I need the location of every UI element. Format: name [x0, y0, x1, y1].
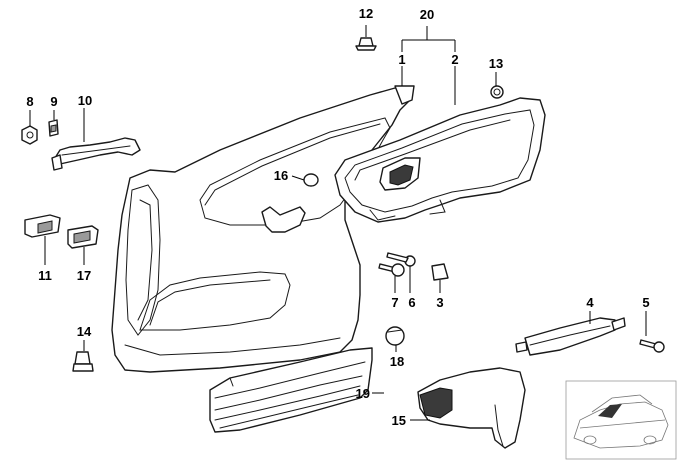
callout-18: 18: [390, 354, 404, 369]
grommet-13[interactable]: [490, 85, 504, 99]
callout-17: 17: [77, 268, 91, 283]
pull-handle-4[interactable]: [515, 317, 626, 356]
callout-1: 1: [398, 52, 405, 67]
clip-11[interactable]: [24, 214, 61, 238]
screw-5[interactable]: [639, 339, 665, 353]
switch-17[interactable]: [67, 225, 99, 249]
callout-7: 7: [391, 295, 398, 310]
rivet-14[interactable]: [72, 351, 94, 372]
cap-3[interactable]: [431, 263, 449, 281]
callout-20: 20: [420, 7, 434, 22]
door-trim-panel[interactable]: [111, 85, 415, 373]
callout-labels: 12 20 1 2 13 8 9 10 16 11 17 7 6 3 4 5 1…: [26, 6, 649, 428]
callout-8: 8: [26, 94, 33, 109]
callout-13: 13: [489, 56, 503, 71]
storage-compartment-15[interactable]: [417, 367, 526, 449]
callout-16: 16: [274, 168, 288, 183]
callout-15: 15: [392, 413, 406, 428]
clip-12[interactable]: [355, 37, 377, 51]
bracket-10[interactable]: [51, 137, 141, 171]
clip-9[interactable]: [48, 119, 59, 137]
car-thumbnail: [565, 380, 677, 460]
callout-11: 11: [38, 268, 52, 283]
callout-14: 14: [77, 324, 92, 339]
callout-4: 4: [586, 295, 594, 310]
callout-5: 5: [642, 295, 649, 310]
plug-16[interactable]: [303, 173, 319, 187]
callout-9: 9: [50, 94, 57, 109]
callout-19: 19: [356, 386, 370, 401]
cover-cap-18[interactable]: [385, 326, 405, 346]
callout-10: 10: [78, 93, 92, 108]
callout-2: 2: [451, 52, 458, 67]
callout-3: 3: [436, 295, 443, 310]
nut-8[interactable]: [21, 125, 38, 145]
callout-6: 6: [408, 295, 415, 310]
leader-lines: [29, 25, 647, 421]
handle-insert[interactable]: [334, 97, 546, 223]
callout-12: 12: [359, 6, 373, 21]
screw-7[interactable]: [378, 263, 405, 277]
screw-6[interactable]: [386, 252, 416, 267]
map-pocket-19[interactable]: [209, 347, 373, 433]
